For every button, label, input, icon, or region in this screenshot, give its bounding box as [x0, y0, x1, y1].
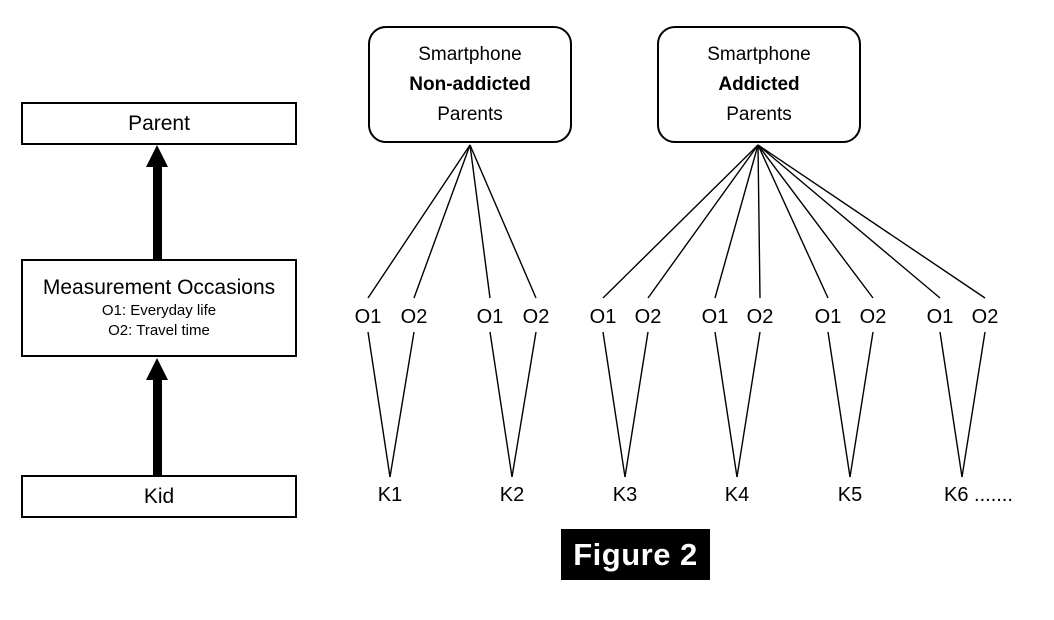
occasion-label-k6-o1: O1 — [926, 306, 954, 328]
occasion-label-k1-o1: O1 — [354, 306, 382, 328]
kid-box-title: Kid — [143, 484, 175, 508]
occasion-2-description: O2: Travel time — [108, 322, 210, 339]
kid-label-k2: K2 — [499, 484, 525, 506]
measurement-occasions-box: Measurement Occasions O1: Everyday life … — [21, 259, 297, 357]
occasion-label-k4-o2: O2 — [746, 306, 774, 328]
v-connector-k6 — [939, 331, 986, 478]
non-addicted-line-3: Parents — [437, 103, 503, 125]
kid-label-k5: K5 — [837, 484, 863, 506]
kid-label-k1: K1 — [377, 484, 403, 506]
measurement-occasions-title: Measurement Occasions — [42, 276, 276, 299]
v-connector-k3 — [602, 331, 649, 478]
non-addicted-parents-box: Smartphone Non-addicted Parents — [368, 26, 572, 143]
v-connector-k5 — [827, 331, 874, 478]
figure-caption: Figure 2 — [561, 529, 710, 580]
v-connector-k2 — [489, 331, 537, 478]
occasion-1-description: O1: Everyday life — [101, 302, 217, 319]
addicted-parents-box: Smartphone Addicted Parents — [657, 26, 861, 143]
kid-label-k4: K4 — [724, 484, 750, 506]
kid-label-k6: K6 ....... — [944, 484, 1013, 506]
occasion-label-k5-o2: O2 — [859, 306, 887, 328]
v-connector-k1 — [367, 331, 415, 478]
fan-non-addicted-to-occasions — [367, 144, 537, 299]
occasion-label-k2-o1: O1 — [476, 306, 504, 328]
v-connector-k4 — [714, 331, 761, 478]
occasion-label-k5-o1: O1 — [814, 306, 842, 328]
occasion-label-k1-o2: O2 — [400, 306, 428, 328]
addicted-line-1: Smartphone — [707, 43, 811, 65]
kid-label-k3: K3 — [612, 484, 638, 506]
arrow-measurement-to-parent — [146, 145, 168, 259]
non-addicted-line-1: Smartphone — [418, 43, 522, 65]
non-addicted-line-2: Non-addicted — [409, 73, 531, 95]
occasion-label-k3-o1: O1 — [589, 306, 617, 328]
occasion-label-k4-o1: O1 — [701, 306, 729, 328]
addicted-line-3: Parents — [726, 103, 792, 125]
occasion-label-k2-o2: O2 — [522, 306, 550, 328]
occasion-label-k3-o2: O2 — [634, 306, 662, 328]
parent-box-title: Parent — [128, 111, 190, 135]
addicted-line-2: Addicted — [718, 73, 800, 95]
arrow-kid-to-measurement — [146, 358, 168, 475]
kid-box: Kid — [21, 475, 297, 518]
parent-box: Parent — [21, 102, 297, 145]
occasion-label-k6-o2: O2 — [971, 306, 999, 328]
fan-addicted-to-occasions — [602, 144, 986, 299]
